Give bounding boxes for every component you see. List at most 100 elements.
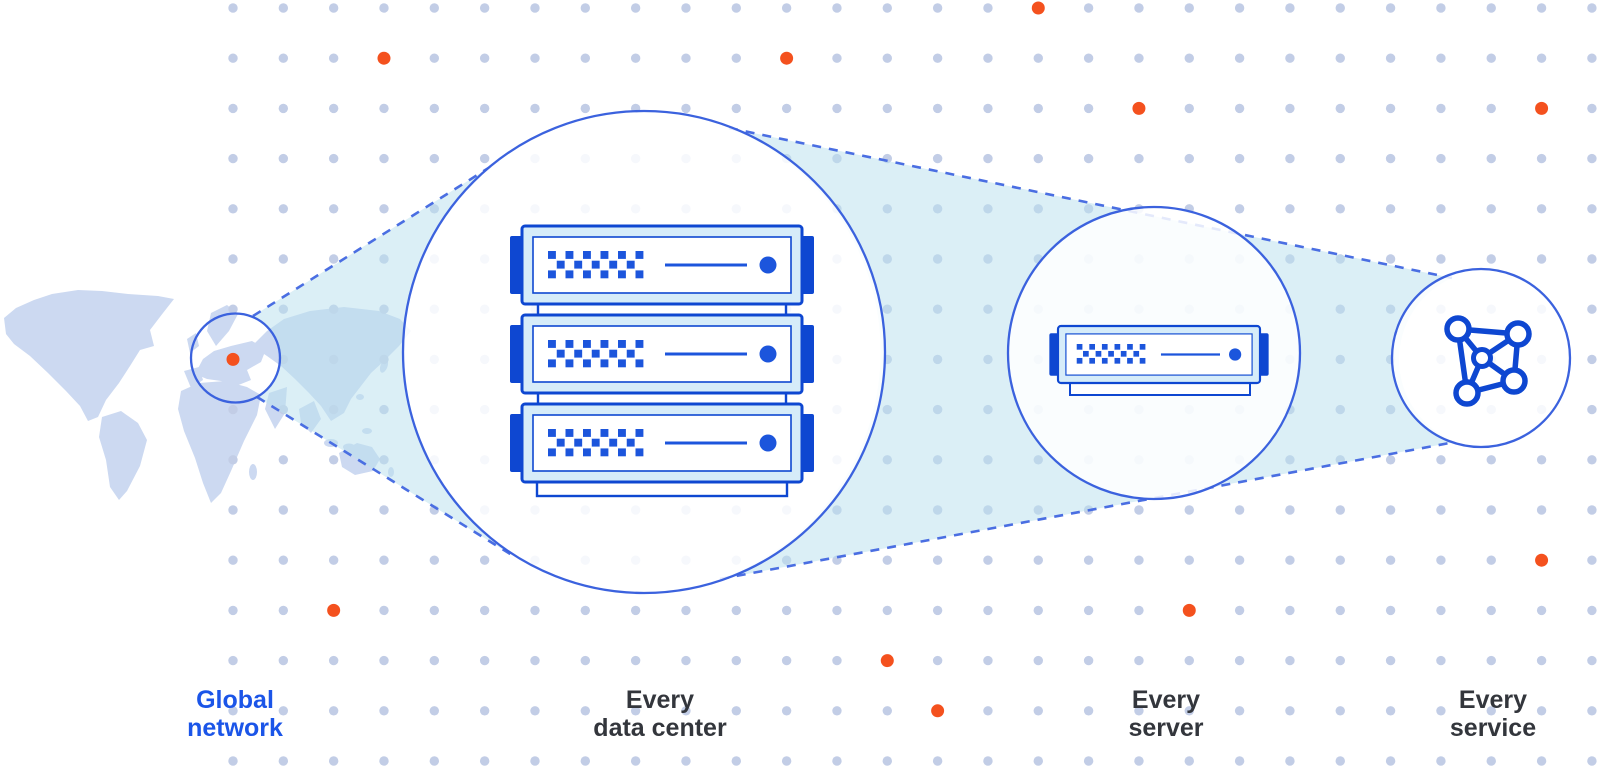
grid-dot xyxy=(1385,655,1396,666)
grid-dot xyxy=(1285,103,1295,114)
grid-dot xyxy=(1436,605,1446,616)
grid-dot xyxy=(1033,706,1043,716)
grid-dot xyxy=(1184,555,1194,565)
grid-dot xyxy=(278,153,289,164)
grid-dot xyxy=(1335,555,1345,565)
grid-dot xyxy=(1335,505,1345,515)
grid-dot xyxy=(1083,706,1094,716)
grid-dot xyxy=(731,756,741,766)
grid-dot xyxy=(328,706,339,716)
grid-dot xyxy=(429,153,440,164)
grid-dot xyxy=(882,555,892,565)
grid-dot xyxy=(1385,204,1396,214)
grid-dot xyxy=(1134,706,1144,716)
grid-dot xyxy=(1234,605,1245,616)
label-every-server: Every server xyxy=(1128,686,1203,742)
grid-dot xyxy=(983,555,993,565)
grid-dot xyxy=(1285,53,1295,63)
grid-dot xyxy=(882,706,892,716)
grid-dot xyxy=(983,756,993,766)
grid-dot xyxy=(731,53,741,63)
grid-dot xyxy=(1385,153,1396,164)
grid-dot xyxy=(1184,153,1194,164)
accent-dot xyxy=(1535,553,1549,567)
grid-dot xyxy=(328,53,339,63)
grid-dot xyxy=(278,505,289,515)
grid-dot xyxy=(479,555,490,565)
grid-dot xyxy=(781,605,792,616)
grid-dot xyxy=(832,655,842,666)
grid-dot xyxy=(1587,404,1597,415)
grid-dot xyxy=(530,605,540,616)
grid-dot xyxy=(1385,555,1396,565)
grid-dot xyxy=(882,756,892,766)
grid-dot xyxy=(479,3,490,13)
grid-dot xyxy=(1587,304,1597,314)
grid-dot xyxy=(580,605,591,616)
grid-dot xyxy=(681,605,691,616)
grid-dot xyxy=(1486,103,1496,114)
grid-dot xyxy=(1587,655,1597,666)
grid-dot xyxy=(1134,756,1144,766)
grid-dot xyxy=(328,204,339,214)
grid-dot xyxy=(1587,153,1597,164)
grid-dot xyxy=(1486,756,1496,766)
grid-dot xyxy=(1335,655,1345,666)
grid-dot xyxy=(731,655,741,666)
grid-dot xyxy=(479,605,490,616)
grid-dot xyxy=(630,53,641,63)
grid-dot xyxy=(1234,53,1245,63)
grid-dot xyxy=(630,655,641,666)
accent-dot xyxy=(780,51,794,65)
grid-dot xyxy=(1285,3,1295,13)
grid-dot xyxy=(1134,53,1144,63)
grid-dot xyxy=(932,3,943,13)
grid-dot xyxy=(1486,455,1496,465)
grid-dot xyxy=(1587,354,1597,365)
grid-dot xyxy=(781,3,792,13)
grid-dot xyxy=(1536,756,1547,766)
accent-dot xyxy=(1132,101,1146,115)
server-stack-icon xyxy=(510,224,814,498)
grid-dot xyxy=(983,605,993,616)
grid-dot xyxy=(731,103,741,114)
grid-dot xyxy=(1335,3,1345,13)
grid-dot xyxy=(1083,103,1094,114)
grid-dot xyxy=(580,756,591,766)
grid-dot xyxy=(379,655,389,666)
grid-dot xyxy=(1536,3,1547,13)
grid-dot xyxy=(580,655,591,666)
grid-dot xyxy=(1436,655,1446,666)
grid-dot xyxy=(379,103,389,114)
grid-dot xyxy=(1385,706,1396,716)
grid-dot xyxy=(530,103,540,114)
grid-dot xyxy=(681,103,691,114)
grid-dot xyxy=(1234,204,1245,214)
accent-dot xyxy=(880,654,894,668)
grid-dot xyxy=(1335,204,1345,214)
grid-dot xyxy=(278,605,289,616)
grid-dot xyxy=(630,706,641,716)
grid-dot xyxy=(1436,756,1446,766)
grid-dot xyxy=(1536,455,1547,465)
grid-dot xyxy=(1033,53,1043,63)
accent-dot xyxy=(931,704,945,718)
grid-dot xyxy=(278,254,289,264)
grid-dot xyxy=(379,153,389,164)
grid-dot xyxy=(1587,505,1597,515)
grid-dot xyxy=(228,455,238,465)
grid-dot xyxy=(1033,555,1043,565)
grid-dot xyxy=(429,706,440,716)
grid-dot xyxy=(328,505,339,515)
grid-dot xyxy=(580,3,591,13)
grid-dot xyxy=(1486,3,1496,13)
grid-dot xyxy=(1436,204,1446,214)
grid-dot xyxy=(1184,655,1194,666)
grid-dot xyxy=(1083,3,1094,13)
grid-dot xyxy=(932,605,943,616)
grid-dot xyxy=(1385,605,1396,616)
grid-dot xyxy=(1033,605,1043,616)
grid-dot xyxy=(983,655,993,666)
grid-dot xyxy=(278,3,289,13)
